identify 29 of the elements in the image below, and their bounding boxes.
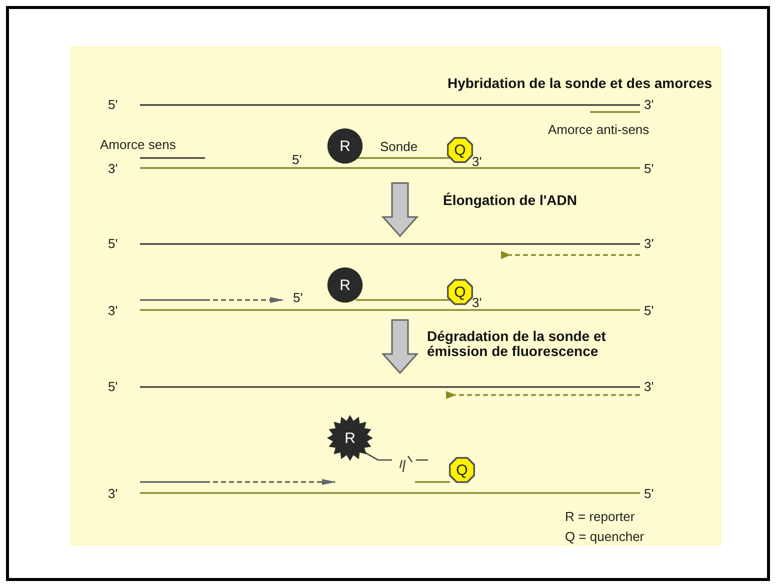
probe-label: Sonde	[380, 139, 418, 154]
probe-strand	[356, 299, 452, 301]
strand-end-label: 3'	[644, 97, 654, 112]
strand-end-label: 5'	[108, 379, 118, 394]
strand-end-label: 3'	[644, 379, 654, 394]
probe-strand	[356, 157, 452, 159]
strand-end-label: 5'	[108, 97, 118, 112]
strand-end-label: 3'	[644, 236, 654, 251]
strand-end-label: 5'	[644, 486, 654, 501]
primer-label: Amorce anti-sens	[548, 122, 650, 137]
strand-end-label: 5'	[108, 236, 118, 251]
step-heading: Élongation de l'ADN	[443, 193, 577, 208]
primer-label: Amorce sens	[100, 137, 176, 152]
reporter-circle: R	[327, 267, 363, 303]
legend-text: Q = quencher	[565, 529, 644, 544]
strand-end-label: 3'	[108, 303, 118, 318]
strand-end-label: 3'	[472, 295, 482, 310]
strand-end-label: 3'	[472, 154, 482, 169]
reporter-burst: R	[327, 415, 373, 461]
strand-end-label: 5'	[644, 161, 654, 176]
strand-end-label: 3'	[108, 486, 118, 501]
legend-text: R = reporter	[565, 509, 635, 524]
reporter-circle: R	[327, 128, 363, 164]
step-heading: Hybridation de la sonde et des amorces	[447, 76, 712, 91]
strand-end-label: 3'	[108, 161, 118, 176]
strand-end-label: 5'	[292, 152, 302, 167]
step-heading: Dégradation de la sonde et émission de fluorescence	[427, 329, 607, 359]
strand-end-label: 5'	[293, 290, 303, 305]
strand-end-label: 5'	[644, 303, 654, 318]
